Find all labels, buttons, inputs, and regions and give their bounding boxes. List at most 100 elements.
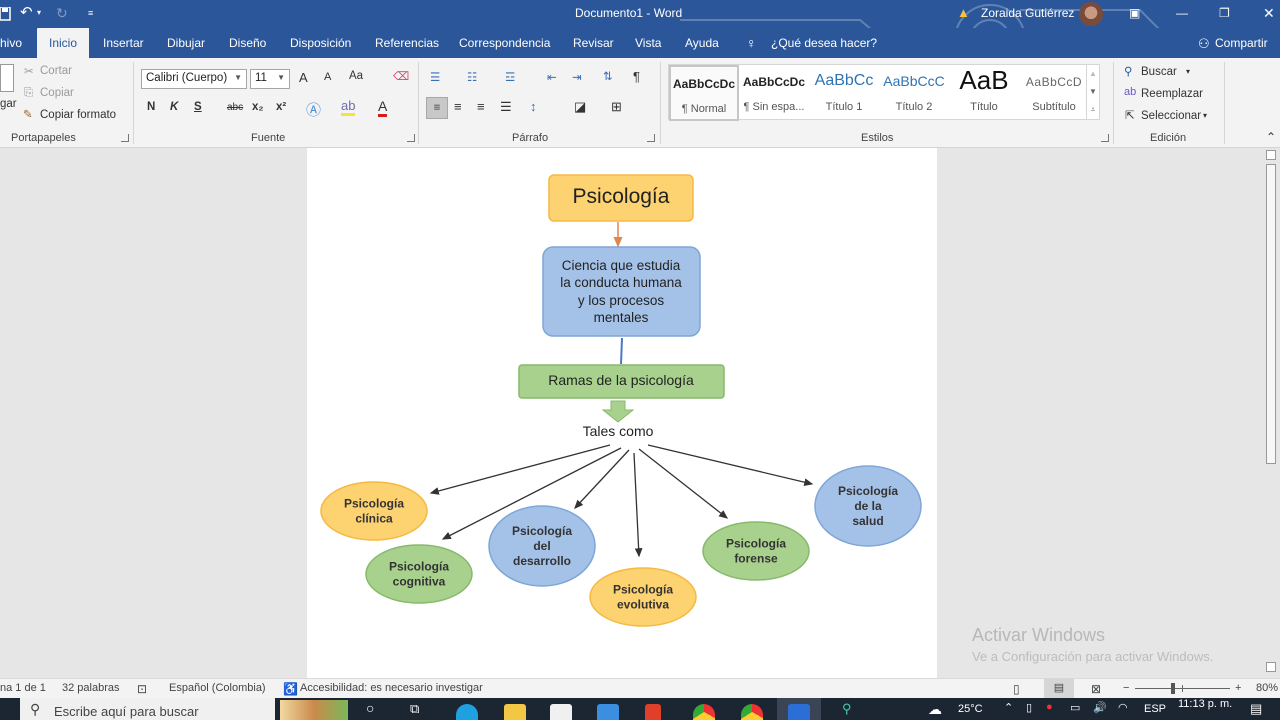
sort-icon[interactable]: ⇅: [603, 71, 613, 83]
read-mode-icon[interactable]: ▯: [1013, 682, 1020, 696]
tab-referencias[interactable]: Referencias: [375, 36, 440, 50]
clock-time[interactable]: 11:13 p. m.: [1178, 698, 1233, 710]
page-count[interactable]: na 1 de 1: [0, 682, 46, 694]
search-highlight-image[interactable]: [280, 700, 348, 720]
tab-archivo[interactable]: hivo: [0, 36, 23, 50]
customize-icon[interactable]: ≡: [88, 8, 94, 18]
style-titulo-2[interactable]: AaBbCcC Título 2: [879, 65, 949, 121]
language[interactable]: Español (Colombia): [169, 682, 266, 694]
tab-ayuda[interactable]: Ayuda: [685, 36, 719, 50]
decrease-indent-icon[interactable]: ⇤: [547, 72, 557, 84]
more-styles-icon[interactable]: ⩡: [1090, 105, 1096, 114]
style-titulo[interactable]: AaB Título: [949, 65, 1019, 121]
weather-temp[interactable]: 25°C: [958, 703, 983, 715]
font-launcher[interactable]: [407, 134, 415, 142]
scrollbar-thumb[interactable]: [1266, 164, 1276, 464]
taskbar-search[interactable]: ⚲ Escribe aquí para buscar: [20, 698, 275, 720]
tab-revisar[interactable]: Revisar: [573, 36, 614, 50]
office-icon[interactable]: [645, 704, 661, 720]
numbering-icon[interactable]: ☷: [467, 72, 478, 84]
zoom-level[interactable]: 80%: [1256, 682, 1279, 694]
chrome-icon[interactable]: [741, 704, 763, 720]
document-page[interactable]: Psicología Ciencia que estudia la conduc…: [307, 148, 937, 678]
style-subtitulo[interactable]: AaBbCcD Subtítulo: [1019, 65, 1089, 121]
task-view-icon[interactable]: ⧉: [410, 701, 420, 716]
style-normal[interactable]: AaBbCcDc ¶ Normal: [669, 65, 739, 121]
bold-button[interactable]: N: [147, 101, 156, 113]
change-case-button[interactable]: Aa: [349, 70, 364, 82]
app-icon[interactable]: ⚲: [842, 701, 852, 716]
paste-icon[interactable]: [0, 64, 14, 92]
replace-icon[interactable]: ab: [1124, 86, 1137, 98]
chrome-icon[interactable]: [693, 704, 715, 720]
word-count[interactable]: 32 palabras: [62, 682, 120, 694]
format-painter-icon[interactable]: ✎: [23, 109, 33, 121]
mail-icon[interactable]: [597, 704, 619, 720]
volume-icon[interactable]: 🔊: [1093, 702, 1107, 714]
battery-icon[interactable]: ▯: [1026, 702, 1033, 714]
save-icon[interactable]: [0, 0, 14, 28]
superscript-button[interactable]: x²: [276, 101, 287, 113]
italic-button[interactable]: K: [170, 101, 179, 113]
show-hidden-icons[interactable]: ⌃: [1004, 702, 1014, 714]
align-right-icon[interactable]: ≡: [477, 99, 485, 114]
font-color-icon[interactable]: A: [378, 98, 388, 117]
tab-dibujar[interactable]: Dibujar: [167, 36, 206, 50]
undo-dropdown-icon[interactable]: ▾: [37, 8, 42, 17]
share-button[interactable]: Compartir: [1215, 36, 1268, 50]
file-explorer-icon[interactable]: [504, 704, 526, 720]
style-titulo-1[interactable]: AaBbCc Título 1: [809, 65, 879, 121]
collapse-ribbon-icon[interactable]: ⌃: [1266, 130, 1277, 144]
minimize-icon[interactable]: —: [1176, 6, 1188, 20]
style-sin-espaciado[interactable]: AaBbCcDc ¶ Sin espa...: [739, 65, 809, 121]
branch-ellipse[interactable]: [488, 505, 596, 587]
copy-button[interactable]: Copiar: [40, 87, 74, 99]
antivirus-icon[interactable]: ●: [1046, 701, 1053, 713]
strikethrough-button[interactable]: abc: [227, 102, 244, 113]
tab-diseno[interactable]: Diseño: [229, 36, 267, 50]
subscript-button[interactable]: x₂: [252, 101, 264, 113]
branch-ellipse[interactable]: [320, 481, 428, 541]
accessibility-status[interactable]: Accesibilidad: es necesario investigar: [300, 682, 483, 694]
scroll-down-button[interactable]: [1266, 662, 1276, 672]
tell-me-input[interactable]: ¿Qué desea hacer?: [771, 36, 878, 50]
close-icon[interactable]: ✕: [1263, 5, 1275, 21]
scroll-up-button[interactable]: [1266, 150, 1276, 160]
vertical-scrollbar[interactable]: [1262, 148, 1280, 678]
text-effects-icon[interactable]: Ⓐ: [306, 102, 322, 119]
definition-node[interactable]: [542, 246, 701, 337]
input-language[interactable]: ESP: [1144, 703, 1167, 715]
tab-vista[interactable]: Vista: [635, 36, 662, 50]
branches-node[interactable]: [518, 364, 725, 399]
tab-disposicion[interactable]: Disposición: [290, 36, 352, 50]
edge-icon[interactable]: [456, 704, 478, 720]
network-icon[interactable]: ◠: [1118, 702, 1128, 714]
bullets-icon[interactable]: ☰: [430, 72, 441, 84]
print-layout-icon[interactable]: ▤: [1044, 679, 1074, 698]
user-name[interactable]: Zoraida Gutiérrez: [981, 6, 1075, 20]
select-icon[interactable]: ⇱: [1125, 110, 1135, 122]
ribbon-display-icon[interactable]: ▣: [1129, 6, 1141, 20]
show-formatting-icon[interactable]: ¶: [633, 69, 640, 84]
select-button[interactable]: Seleccionar: [1141, 110, 1202, 122]
font-size-select[interactable]: 11▼: [250, 69, 290, 89]
increase-indent-icon[interactable]: ⇥: [572, 72, 582, 84]
branch-ellipse[interactable]: [589, 567, 697, 627]
zoom-slider-thumb[interactable]: [1171, 683, 1175, 694]
chevron-down-icon[interactable]: ▾: [1186, 67, 1191, 76]
accessibility-icon[interactable]: ♿: [283, 682, 298, 696]
zoom-slider[interactable]: [1135, 683, 1230, 694]
styles-launcher[interactable]: [1101, 134, 1109, 142]
grow-font-button[interactable]: A: [299, 70, 308, 85]
scroll-up-icon[interactable]: ▲: [1089, 69, 1097, 78]
copy-icon[interactable]: ⎘: [24, 87, 34, 99]
warning-icon[interactable]: ▲: [957, 5, 970, 20]
search-icon[interactable]: ⚲: [1124, 66, 1133, 78]
clear-formatting-icon[interactable]: ⌫: [393, 71, 410, 83]
word-icon[interactable]: [788, 704, 810, 720]
align-left-icon[interactable]: ≡: [426, 97, 448, 119]
